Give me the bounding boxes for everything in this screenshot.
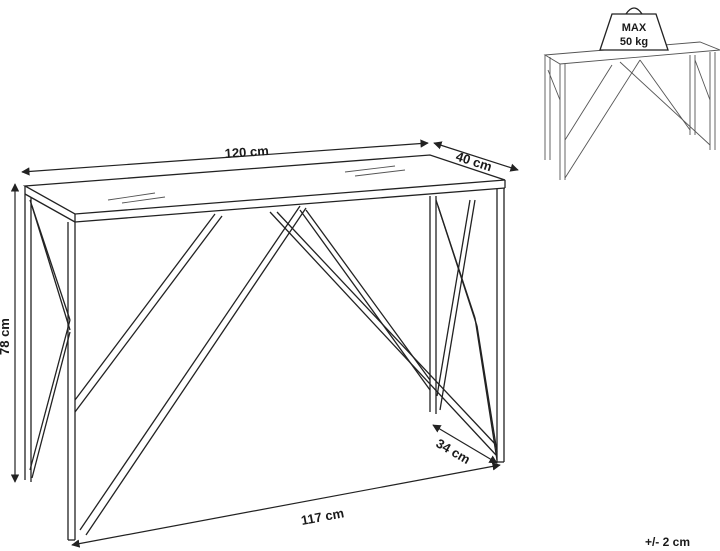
dim-depth-base [432, 424, 498, 464]
label-width-base: 117 cm [300, 505, 345, 528]
weight-badge-line2: 50 kg [620, 36, 648, 48]
front-brace [74, 213, 216, 401]
label-height: 78 cm [0, 318, 12, 355]
label-depth-base: 34 cm [434, 436, 473, 467]
max-weight-badge: MAX 50 kg [599, 7, 669, 51]
table-main-view [22, 154, 506, 541]
label-depth-top: 40 cm [454, 149, 494, 175]
weight-badge-line1: MAX [622, 22, 647, 34]
weight-icon [599, 13, 669, 51]
label-width-top: 120 cm [224, 143, 269, 161]
dim-width-top [21, 139, 429, 176]
dim-depth-top [433, 141, 519, 172]
table-thumbnail [543, 41, 720, 180]
dim-width-base [71, 462, 501, 548]
tolerance-note: +/- 2 cm [644, 535, 690, 549]
dimension-lines [10, 139, 519, 548]
weight-handle-icon [625, 7, 643, 15]
table-top [22, 154, 506, 215]
